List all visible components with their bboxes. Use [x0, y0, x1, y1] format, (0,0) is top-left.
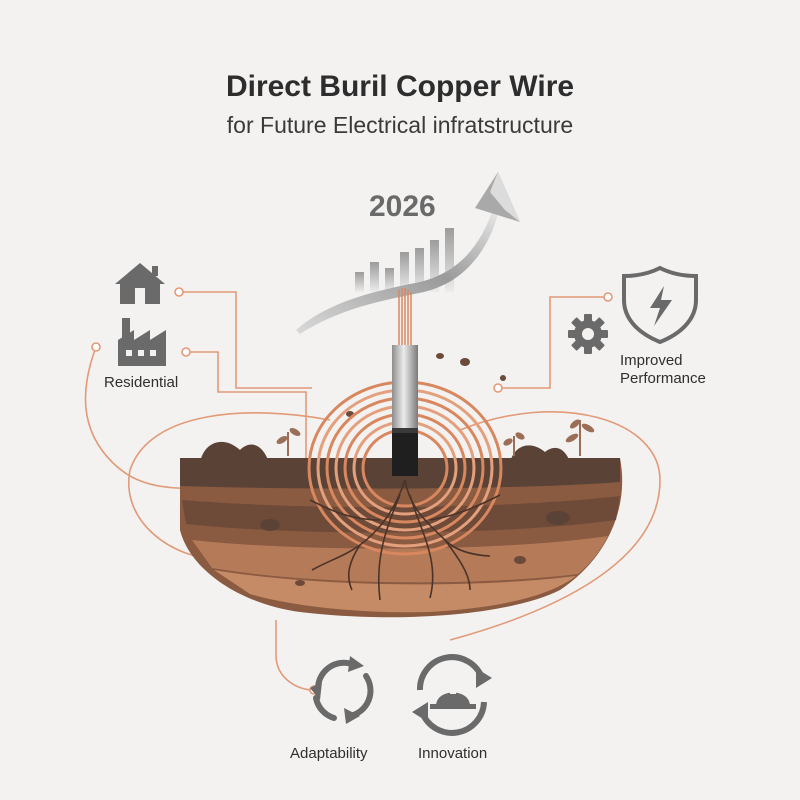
recycle-arrows-icon [313, 659, 374, 721]
page-subtitle: for Future Electrical infratstructure [226, 112, 574, 138]
cable [392, 288, 418, 476]
roots [309, 479, 501, 601]
improved-performance-label: Improved Performance [620, 352, 706, 388]
rising-arrow-icon [296, 172, 520, 334]
residential-label: Residential [104, 374, 179, 391]
recycle-arrowheads [310, 656, 364, 724]
house-icon [115, 263, 165, 304]
year-label: 2026 [369, 190, 436, 223]
connector-lines [84, 291, 661, 691]
page-title: Direct Buril Copper Wire [225, 70, 575, 103]
improved-performance-line1: Improved [620, 352, 683, 369]
hardhat-cycle-icon [412, 654, 492, 736]
gear-icon [568, 314, 608, 354]
innovation-label: Innovation [418, 745, 488, 762]
factory-icon [118, 318, 166, 366]
bar-chart-icon [355, 228, 454, 292]
sprout-icon [276, 419, 595, 456]
adaptability-label: Adaptability [290, 745, 368, 762]
improved-performance-line2: Performance [620, 370, 706, 387]
shield-lightning-icon [622, 265, 698, 345]
